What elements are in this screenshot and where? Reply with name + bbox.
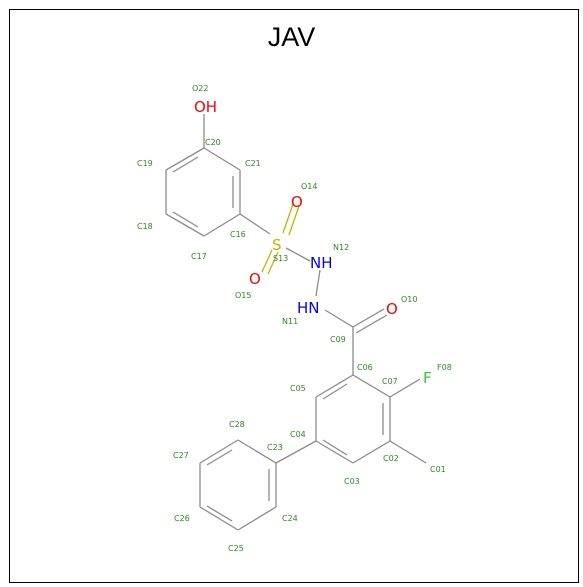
- bond: [165, 147, 205, 171]
- bond: [261, 249, 273, 273]
- bond: [267, 251, 279, 275]
- bond: [285, 247, 311, 262]
- atom-label: C04: [290, 430, 306, 439]
- bond: [389, 378, 421, 398]
- atom-label: C16: [230, 230, 246, 239]
- bond: [206, 449, 233, 466]
- molecule-title: JAV: [267, 22, 316, 52]
- bond: [237, 439, 277, 464]
- bond: [165, 213, 205, 237]
- atom-label: C02: [383, 454, 399, 463]
- bond: [172, 211, 199, 228]
- atom-o10-symbol: O: [386, 300, 398, 318]
- atom-n12-symbol: NH: [310, 254, 333, 272]
- bonds: [165, 114, 427, 531]
- bond: [172, 156, 199, 173]
- atom-label: C27: [173, 451, 189, 460]
- atom-label: C28: [229, 420, 245, 429]
- atom-label: N12: [333, 243, 349, 252]
- atom-label: C23: [267, 443, 283, 452]
- atom-label: C25: [228, 544, 244, 553]
- atom-label: O22: [192, 84, 208, 93]
- bond: [239, 213, 271, 235]
- atom-label: C06: [357, 363, 373, 372]
- atom-label: C09: [330, 335, 346, 344]
- bond: [199, 506, 239, 531]
- atom-label: C01: [430, 465, 446, 474]
- atom-label: O14: [301, 182, 317, 191]
- atom-label: F08: [437, 363, 452, 372]
- atom-label: C26: [174, 514, 190, 523]
- bond: [352, 308, 385, 328]
- atom-label: N11: [282, 317, 298, 326]
- atom-label: S13: [273, 254, 288, 263]
- bond: [282, 203, 294, 234]
- atom-label: C03: [344, 477, 360, 486]
- diagram-frame: [9, 9, 579, 583]
- bond: [199, 439, 239, 464]
- atom-label: C07: [382, 377, 398, 386]
- bond: [288, 205, 300, 236]
- atom-o15-symbol: O: [249, 270, 261, 288]
- bond: [352, 374, 391, 398]
- bond: [206, 505, 233, 522]
- bond: [203, 147, 241, 171]
- bond: [389, 440, 427, 464]
- bond: [315, 374, 354, 398]
- bond: [355, 314, 388, 334]
- bond: [324, 309, 354, 328]
- bond: [203, 213, 241, 237]
- bond: [322, 383, 348, 400]
- atom-label: C19: [137, 159, 153, 168]
- atom-label: O10: [401, 295, 417, 304]
- bond: [315, 440, 354, 464]
- atom-label: O15: [235, 291, 251, 300]
- bond: [352, 440, 391, 464]
- atom-label: C20: [205, 138, 221, 147]
- atom-label: C05: [290, 384, 306, 393]
- atom-label: C18: [137, 222, 153, 231]
- atom-label: C24: [282, 514, 298, 523]
- atom-label: C21: [245, 159, 261, 168]
- atom-s13-symbol: S: [272, 236, 282, 254]
- atom-label: C17: [191, 252, 207, 261]
- atom-o14-symbol: O: [291, 193, 303, 211]
- atom-n11-symbol: HN: [297, 299, 320, 317]
- bond: [315, 269, 321, 297]
- bond: [322, 439, 348, 456]
- atom-o22-symbol: OH: [194, 98, 217, 116]
- bond: [275, 440, 317, 464]
- bond: [237, 506, 277, 531]
- atom-f08-symbol: F: [423, 369, 432, 387]
